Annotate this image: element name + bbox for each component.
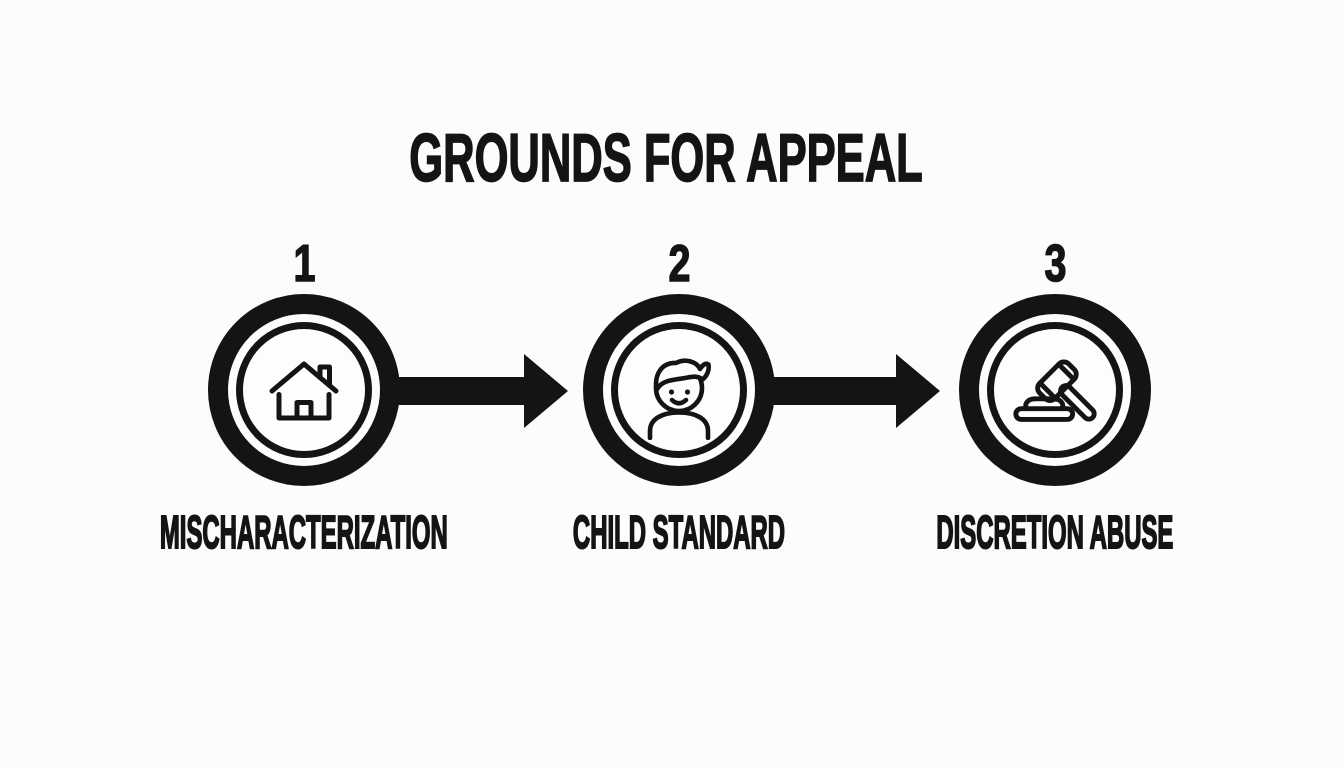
step-circle-inner xyxy=(236,322,372,458)
step-mischaracterization: 1 MISCHARACTERIZATION xyxy=(134,235,474,556)
step-circle-inner xyxy=(611,322,747,458)
page-title-text: GROUNDS FOR APPEAL xyxy=(409,120,923,196)
house-icon xyxy=(269,361,339,421)
step-label: CHILD STANDARD xyxy=(475,506,883,558)
step-label: MISCHARACTERIZATION xyxy=(27,506,581,558)
right-arrow-icon xyxy=(398,354,568,428)
step-label: DISCRETION ABUSE xyxy=(827,506,1283,558)
gavel-icon xyxy=(1013,359,1097,422)
step-label-text: DISCRETION ABUSE xyxy=(936,506,1174,558)
step-number: 1 xyxy=(290,235,319,293)
right-arrow-icon xyxy=(770,354,940,428)
step-number-text: 3 xyxy=(1043,235,1066,293)
step-circle xyxy=(208,294,400,486)
step-number-text: 1 xyxy=(292,235,315,293)
step-label-text: MISCHARACTERIZATION xyxy=(160,506,449,558)
step-circle-inner xyxy=(987,322,1123,458)
step-child-standard: 2 CHILD STANDARD xyxy=(509,235,849,556)
step-number-text: 2 xyxy=(667,235,690,293)
step-number: 2 xyxy=(665,235,694,293)
step-label-text: CHILD STANDARD xyxy=(572,506,786,558)
child-icon xyxy=(647,358,712,440)
step-number: 3 xyxy=(1041,235,1070,293)
page-title: GROUNDS FOR APPEAL xyxy=(265,120,1067,196)
step-circle xyxy=(583,294,775,486)
step-discretion-abuse: 3 DISCRETION ABUSE xyxy=(885,235,1225,556)
step-circle xyxy=(959,294,1151,486)
